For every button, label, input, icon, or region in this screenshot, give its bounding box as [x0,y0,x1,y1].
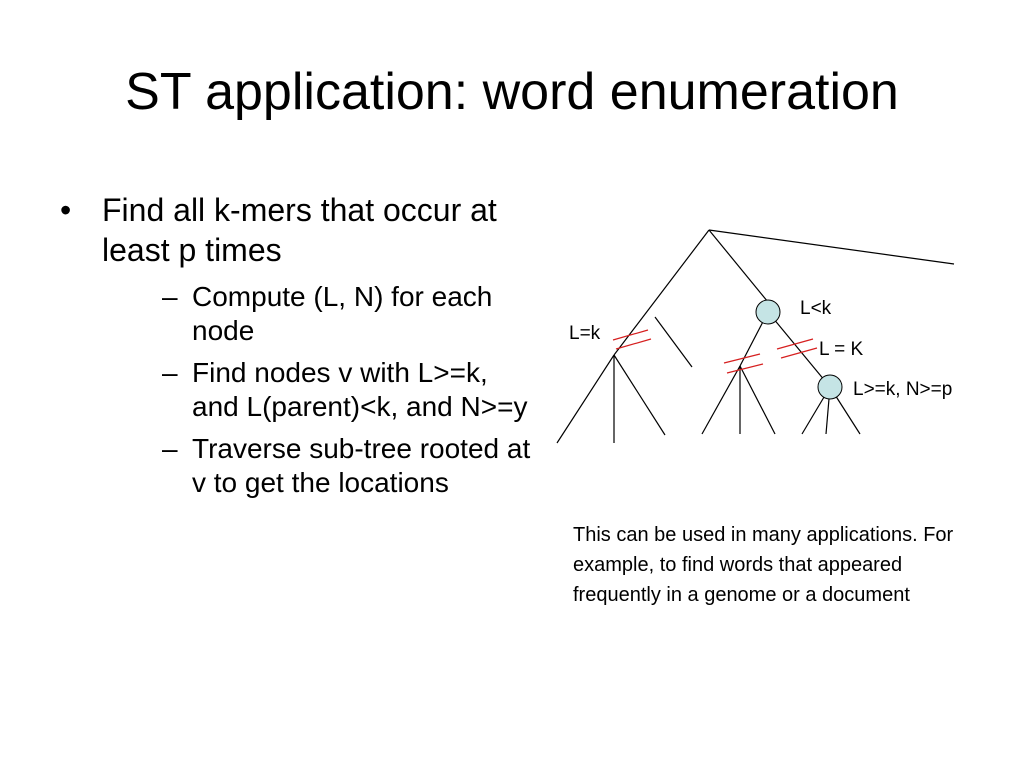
sub-bullet-compute: – Compute (L, N) for each node [148,280,536,348]
tree-edge [613,229,710,356]
sub-bullet-text: Traverse sub-tree rooted at v to get the… [192,433,531,498]
cut-mark-middle [723,353,764,374]
main-bullet: • Find all k-mers that occur at least p … [56,190,536,500]
tree-edge [708,229,769,303]
caption-text: This can be used in many applications. F… [573,524,954,606]
sub-bullet-marker: – [162,357,178,388]
sub-bullet-list: – Compute (L, N) for each node – Find no… [102,280,536,500]
main-bullet-text: Find all k-mers that occur at least p ti… [102,192,497,268]
tree-edge [654,316,693,368]
label-l-lt-k: L<k [800,298,832,319]
tree-node-v [817,374,843,400]
tree-edge [767,311,831,388]
cut-line [723,353,761,364]
cut-mark-right [776,338,818,359]
sub-bullet-text: Find nodes v with L>=k, and L(parent)<k,… [192,357,528,422]
tree-edges [556,229,955,444]
label-l-ge-k-n-ge-p: L>=k, N>=p [853,379,952,400]
slide-title: ST application: word enumeration [125,63,899,121]
sub-bullet-find-nodes: – Find nodes v with L>=k, and L(parent)<… [148,356,536,424]
label-l-eq-K: L = K [819,339,864,360]
cut-marks [612,329,818,374]
sub-bullet-marker: – [162,433,178,464]
cut-line [612,329,649,341]
tree-node-parent [755,299,781,325]
sub-bullet-traverse: – Traverse sub-tree rooted at v to get t… [148,432,536,500]
bullet-list: • Find all k-mers that occur at least p … [56,190,536,500]
sub-bullet-marker: – [162,281,178,312]
sub-bullet-text: Compute (L, N) for each node [192,281,493,346]
tree-edge [739,365,776,435]
tree-edge [701,365,741,435]
tree-edge [613,354,666,436]
cut-mark-left [612,329,652,350]
cut-line [726,363,764,374]
cut-line [776,338,814,350]
cut-line [615,338,652,350]
tree-edge [708,229,955,265]
tree-edge [556,354,615,444]
label-l-eq-k: L=k [569,323,601,344]
bullet-marker: • [60,192,72,228]
cut-line [780,347,818,359]
